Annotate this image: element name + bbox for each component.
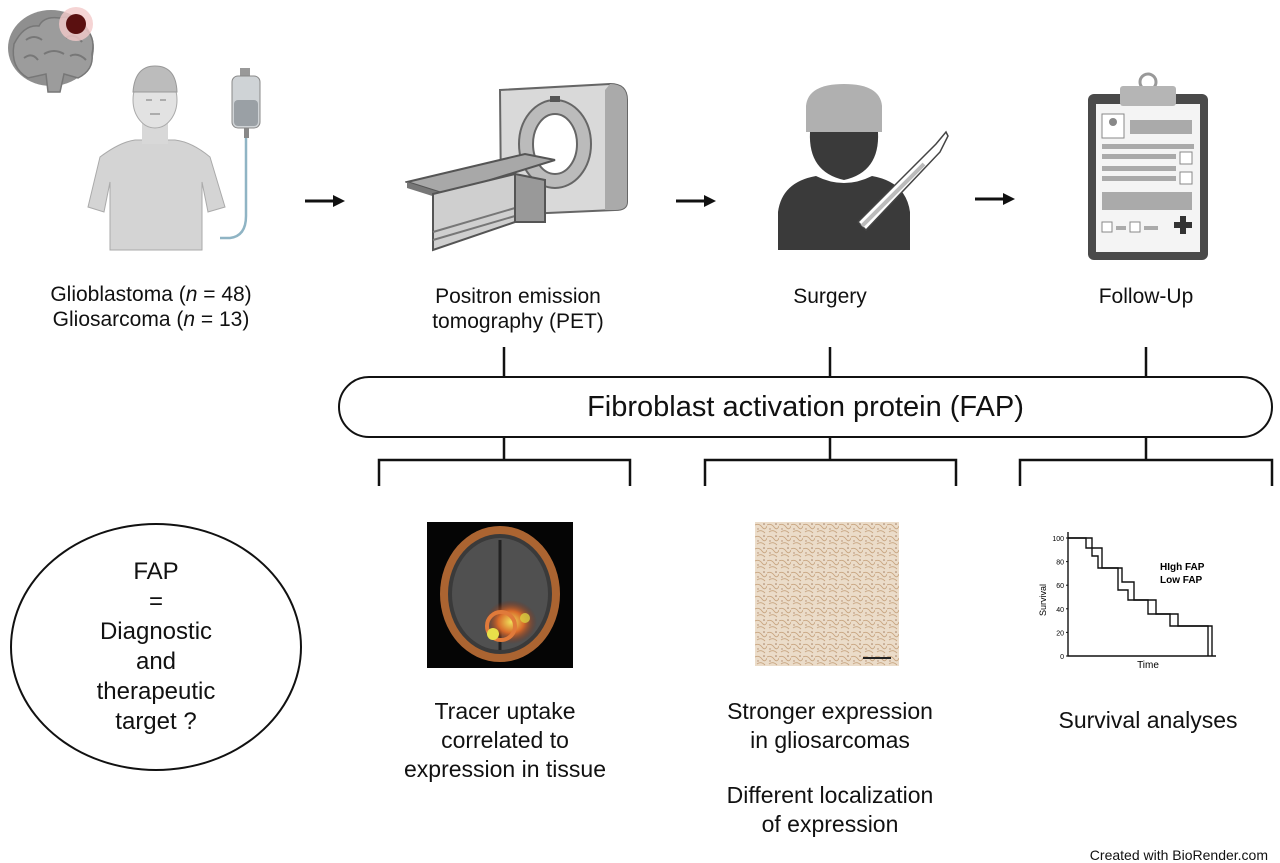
arrow-icon — [975, 193, 1015, 205]
km-ytick-label: 80 — [1056, 560, 1064, 567]
km-low-fap-curve — [1068, 537, 1213, 656]
question-line: and — [135, 648, 177, 675]
iv-drip-icon — [220, 68, 261, 240]
surgery-label: Surgery — [793, 285, 867, 308]
km-ytick-label: 0 — [1060, 654, 1064, 661]
connector-lines — [377, 347, 1274, 486]
question-line: = — [148, 588, 163, 615]
patient-icon — [87, 65, 226, 251]
km-legend-high: HIgh FAP — [1160, 562, 1205, 573]
km-xlabel: Time — [1137, 660, 1159, 671]
expression-result-label: Stronger expression in gliosarcomas Diff… — [726, 698, 934, 837]
credit-text: Created with BioRender.com — [1089, 847, 1268, 863]
km-high-fap-curve — [1068, 537, 1209, 656]
pet-scan-image — [427, 522, 573, 668]
pet-label: Positron emission tomography (PET) — [432, 285, 604, 333]
survival-result-label: Survival analyses — [1058, 707, 1238, 733]
followup-label: Follow-Up — [1098, 285, 1194, 308]
question-line: therapeutic — [96, 678, 216, 705]
km-ytick-label: 60 — [1056, 583, 1064, 590]
tracer-result-label: Tracer uptake correlated to expression i… — [404, 698, 606, 782]
patients-label: Glioblastoma (n = 48) Gliosarcoma (n = 1… — [50, 283, 252, 331]
fap-central-label: Fibroblast activation protein (FAP) — [587, 390, 1024, 423]
question-line: target ? — [115, 708, 197, 735]
pet-scanner-icon — [405, 82, 628, 252]
question-line: Diagnostic — [99, 618, 213, 645]
surgeon-icon — [778, 84, 949, 250]
histology-image — [755, 522, 899, 666]
arrow-icon — [676, 195, 716, 207]
question-bubble: FAP = Diagnostic and therapeutic target … — [10, 523, 302, 771]
arrow-icon — [305, 195, 345, 207]
fap-central-box: Fibroblast activation protein (FAP) — [338, 376, 1273, 438]
km-ytick-label: 100 — [1052, 536, 1064, 543]
clipboard-icon — [1088, 72, 1208, 260]
km-ylabel: Survival — [1038, 584, 1048, 616]
survival-plot: Survival 100 80 60 40 20 0 HIgh FAP Low FAP T… — [1038, 532, 1216, 671]
brain-icon — [8, 7, 94, 93]
km-legend-low: Low FAP — [1160, 575, 1203, 586]
km-ytick-label: 20 — [1056, 630, 1064, 637]
km-ytick-label: 40 — [1056, 607, 1064, 614]
question-line: FAP — [133, 558, 179, 585]
